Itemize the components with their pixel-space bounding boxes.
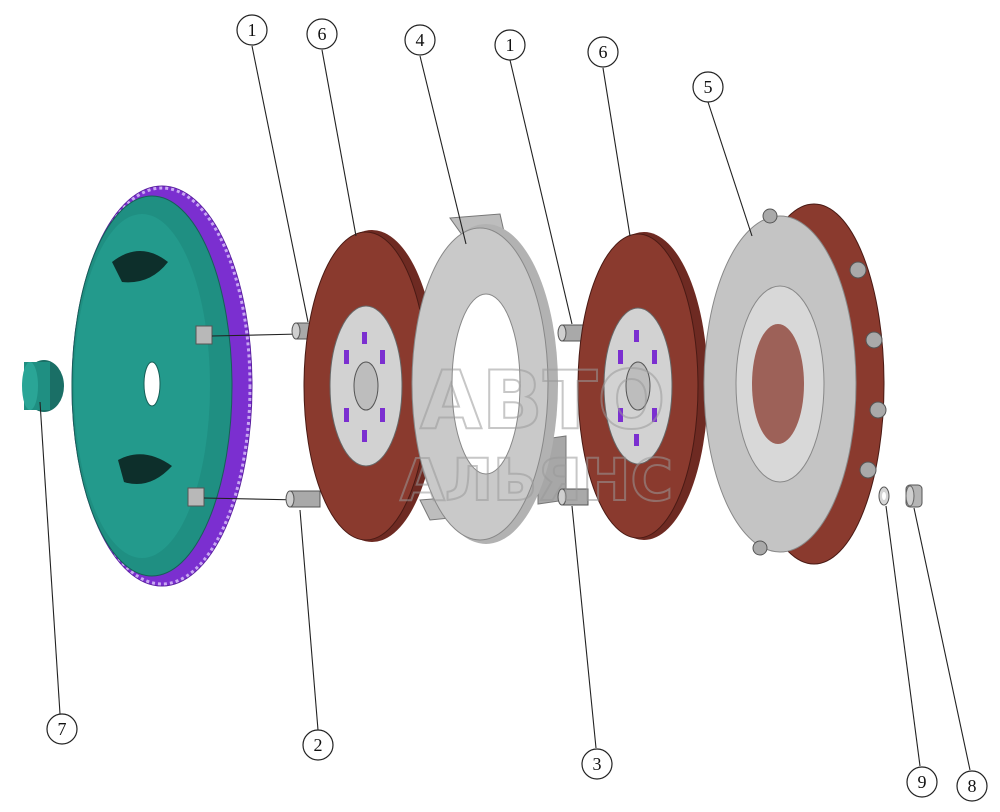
callout-9: 9 — [906, 766, 938, 798]
flywheel-face — [74, 214, 210, 558]
callout-label: 6 — [599, 42, 608, 62]
watermark-line1: АВТО — [420, 354, 665, 447]
part-2-pin — [285, 490, 321, 508]
callout-8: 8 — [956, 770, 988, 802]
part-6-friction-disc-left — [303, 230, 438, 542]
callout-6b: 6 — [587, 36, 619, 68]
watermark-line2: АЛЬЯНС — [400, 446, 673, 514]
callout-label: 4 — [416, 30, 425, 50]
callout-6a: 6 — [306, 18, 338, 50]
flywheel-window-top — [112, 251, 168, 283]
callout-label: 6 — [318, 24, 327, 44]
callout-label: 2 — [314, 735, 323, 755]
callout-label: 5 — [704, 77, 713, 97]
part-7-bushing — [22, 360, 64, 412]
callout-label: 8 — [968, 776, 977, 796]
flywheel-assembly — [71, 185, 301, 587]
ring-gear-teeth — [72, 186, 252, 586]
callout-label: 1 — [248, 20, 257, 40]
callout-3: 3 — [581, 748, 613, 780]
flywheel-center-bore — [143, 361, 161, 407]
flywheel-window-bottom — [118, 454, 172, 484]
part-5-clutch-cover — [703, 203, 887, 565]
leader-lines — [39, 45, 971, 771]
callout-1b: 1 — [494, 29, 526, 61]
callout-5: 5 — [692, 71, 724, 103]
part-4-intermediate-plate — [411, 213, 567, 544]
callout-1a: 1 — [236, 14, 268, 46]
callout-2: 2 — [302, 729, 334, 761]
part-8-nut — [905, 484, 923, 508]
callout-label: 1 — [506, 35, 515, 55]
watermark-logo: АВТО АЛЬЯНС — [399, 353, 674, 515]
callout-label: 3 — [593, 754, 602, 774]
part-9-washer — [878, 486, 890, 506]
callout-4: 4 — [404, 24, 436, 56]
part-6-friction-disc-right — [577, 232, 708, 540]
callout-label: 7 — [58, 719, 67, 739]
callout-7: 7 — [46, 713, 78, 745]
part-3-pin — [557, 488, 589, 506]
callout-label: 9 — [918, 772, 927, 792]
